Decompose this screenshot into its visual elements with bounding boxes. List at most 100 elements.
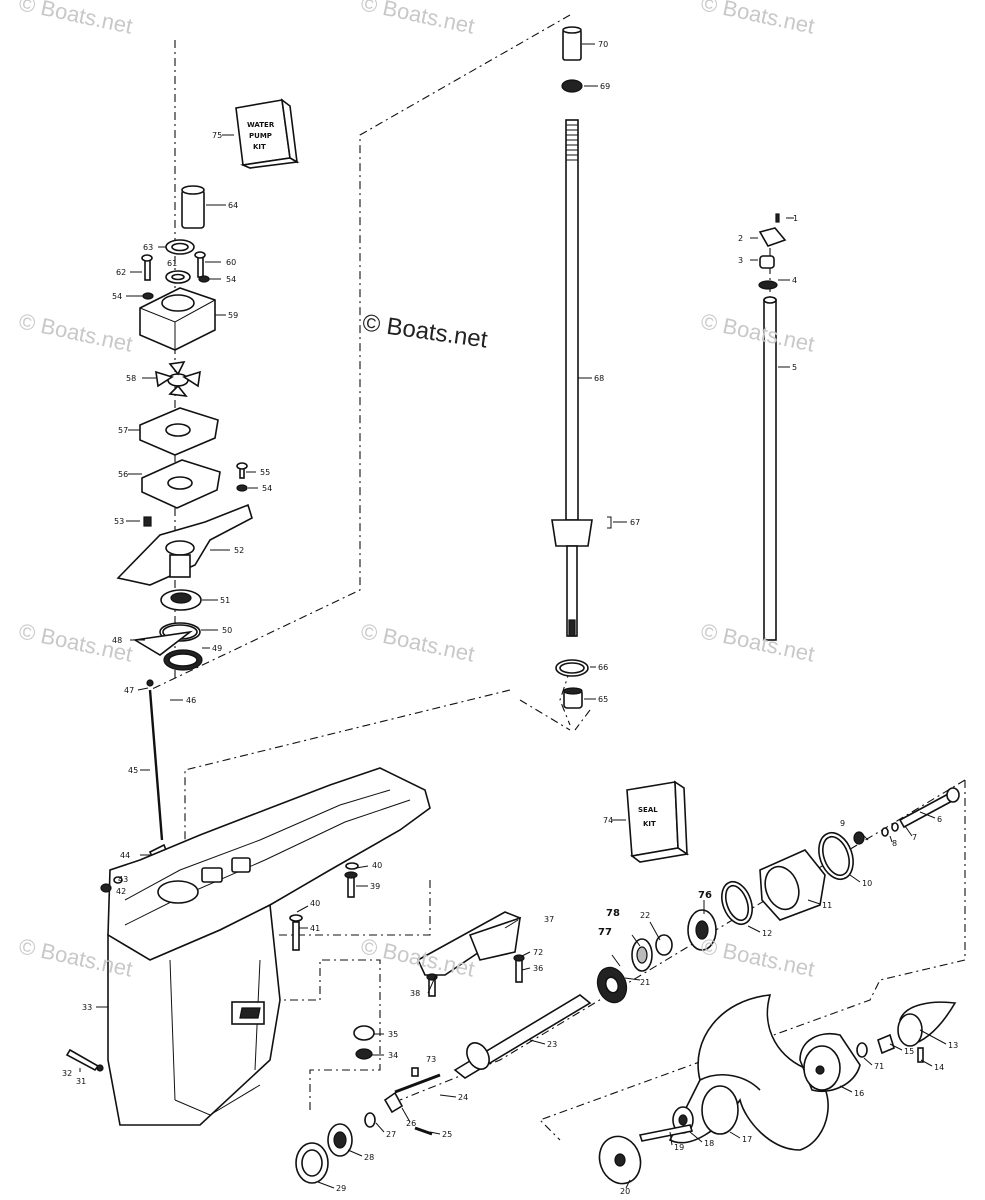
callout-49: 49 xyxy=(212,644,222,653)
callout-10: 10 xyxy=(862,879,872,888)
seal-kit-line1: SEAL xyxy=(638,806,658,814)
callout-17: 17 xyxy=(742,1135,752,1144)
callout-65: 65 xyxy=(598,695,608,704)
callout-73: 73 xyxy=(426,1055,436,1064)
callout-labels: 70 69 68 67 66 65 75 64 63 60 61 62 54 5… xyxy=(62,40,958,1196)
callout-74: 74 xyxy=(603,816,613,825)
propeller-parts xyxy=(598,994,957,1185)
callout-40-right: 40 xyxy=(372,861,382,870)
callout-69: 69 xyxy=(600,82,610,91)
callout-71: 71 xyxy=(874,1062,884,1071)
callout-61: 61 xyxy=(167,259,177,268)
water-pump-kit-line3: KIT xyxy=(253,143,266,151)
callout-31: 31 xyxy=(76,1077,86,1086)
propshaft-parts xyxy=(295,909,717,1184)
callout-75: 75 xyxy=(212,131,222,140)
callout-1: 1 xyxy=(793,214,798,223)
callout-20: 20 xyxy=(620,1187,630,1196)
callout-22: 22 xyxy=(640,911,650,920)
callout-33: 33 xyxy=(82,1003,92,1012)
callout-34: 34 xyxy=(388,1051,398,1060)
callout-28: 28 xyxy=(364,1153,374,1162)
callout-52: 52 xyxy=(234,546,244,555)
seal-kit-line2: KIT xyxy=(643,820,656,828)
callout-19: 19 xyxy=(674,1143,684,1152)
callout-58: 58 xyxy=(126,374,136,383)
callout-41: 41 xyxy=(310,924,320,933)
seal-kit-box: SEAL KIT xyxy=(626,780,690,863)
callout-55: 55 xyxy=(260,468,270,477)
callout-16: 16 xyxy=(854,1089,864,1098)
callout-13: 13 xyxy=(948,1041,958,1050)
callout-46: 46 xyxy=(186,696,196,705)
leader-lines xyxy=(79,43,947,1189)
callout-7: 7 xyxy=(912,833,917,842)
callout-76: 76 xyxy=(698,890,712,901)
mounting-bolts xyxy=(289,862,359,951)
callout-18: 18 xyxy=(704,1139,714,1148)
callout-72: 72 xyxy=(533,948,543,957)
callout-68: 68 xyxy=(594,374,604,383)
anode-parts xyxy=(416,911,525,997)
callout-25: 25 xyxy=(442,1130,452,1139)
callout-54-mid: 54 xyxy=(262,484,272,493)
callout-32: 32 xyxy=(62,1069,72,1078)
water-tube-parts xyxy=(146,679,172,868)
callout-26: 26 xyxy=(406,1119,416,1128)
callout-37: 37 xyxy=(544,915,554,924)
callout-48: 48 xyxy=(112,636,122,645)
water-pump-parts xyxy=(116,185,253,671)
callout-3: 3 xyxy=(738,256,743,265)
callout-5: 5 xyxy=(792,363,797,372)
callout-42: 42 xyxy=(116,887,126,896)
callout-47: 47 xyxy=(124,686,134,695)
callout-56: 56 xyxy=(118,470,128,479)
callout-27: 27 xyxy=(386,1130,396,1139)
gearcase-housing xyxy=(65,767,431,1126)
callout-67: 67 xyxy=(630,518,640,527)
callout-50: 50 xyxy=(222,626,232,635)
water-pump-kit-line1: WATER xyxy=(247,121,275,129)
callout-12: 12 xyxy=(762,929,772,938)
callout-45: 45 xyxy=(128,766,138,775)
callout-11: 11 xyxy=(822,901,832,910)
callout-54-top: 54 xyxy=(226,275,236,284)
shift-shaft-parts xyxy=(758,213,787,641)
callout-36: 36 xyxy=(533,964,543,973)
callout-62: 62 xyxy=(116,268,126,277)
callout-23: 23 xyxy=(547,1040,557,1049)
callout-60: 60 xyxy=(226,258,236,267)
callout-15: 15 xyxy=(904,1047,914,1056)
callout-51: 51 xyxy=(220,596,230,605)
callout-9: 9 xyxy=(840,819,845,828)
callout-53: 53 xyxy=(114,517,124,526)
callout-35: 35 xyxy=(388,1030,398,1039)
driveshaft-parts xyxy=(551,26,612,709)
callout-77: 77 xyxy=(598,927,612,938)
callout-40-left: 40 xyxy=(310,899,320,908)
callout-38: 38 xyxy=(410,989,420,998)
bearing-carrier-parts xyxy=(721,787,960,926)
callout-4: 4 xyxy=(792,276,797,285)
callout-66: 66 xyxy=(598,663,608,672)
callout-54-left: 54 xyxy=(112,292,122,301)
callout-8: 8 xyxy=(892,839,897,848)
callout-29: 29 xyxy=(336,1184,346,1193)
water-pump-kit-line2: PUMP xyxy=(249,132,272,140)
callout-2: 2 xyxy=(738,234,743,243)
callout-59: 59 xyxy=(228,311,238,320)
callout-63: 63 xyxy=(143,243,153,252)
callout-64: 64 xyxy=(228,201,238,210)
callout-6: 6 xyxy=(937,815,942,824)
callout-44: 44 xyxy=(120,851,130,860)
callout-39: 39 xyxy=(370,882,380,891)
callout-43: 43 xyxy=(118,875,128,884)
callout-57: 57 xyxy=(118,426,128,435)
callout-70: 70 xyxy=(598,40,608,49)
callout-14: 14 xyxy=(934,1063,944,1072)
callout-24: 24 xyxy=(458,1093,468,1102)
callout-21: 21 xyxy=(640,978,650,987)
callout-78: 78 xyxy=(606,908,620,919)
water-pump-kit-box: WATER PUMP KIT xyxy=(235,98,300,169)
